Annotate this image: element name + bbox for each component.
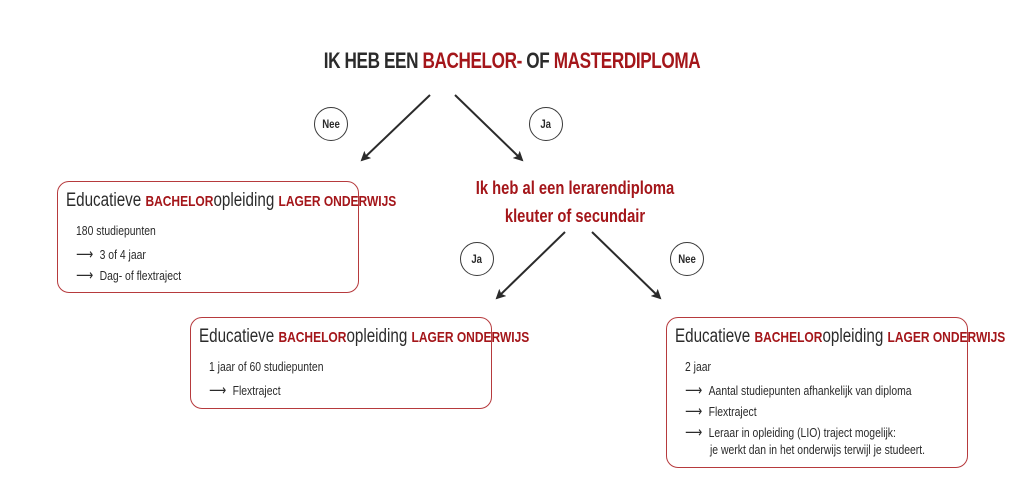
box-middle-line1: 1 jaar of 60 studiepunten — [209, 359, 324, 374]
outcome-box-right: Educatieve BACHELORopleiding LAGER ONDER… — [666, 317, 1005, 468]
arrow-ja-top — [454, 94, 524, 162]
arrow-right-icon: ⟶ — [76, 267, 94, 284]
box-left-bullet-1: ⟶3 of 4 jaar — [76, 246, 146, 263]
title-part4: MASTERDIPLOMA — [553, 48, 701, 73]
arrow-right-icon: ⟶ — [76, 246, 94, 263]
box-right-heading: Educatieve BACHELORopleiding LAGER ONDER… — [675, 326, 1006, 347]
arrow-right-icon: ⟶ — [685, 424, 703, 441]
box-left-heading: Educatieve BACHELORopleiding LAGER ONDER… — [66, 190, 397, 211]
title-part3: OF — [521, 48, 554, 73]
box-right-bullet-3-cont: je werkt dan in het onderwijs terwijl je… — [710, 442, 926, 457]
box-left-bullet-2: ⟶Dag- of flextraject — [76, 267, 182, 284]
arrow-ja-bottom — [495, 231, 566, 300]
box-right-bullet-2: ⟶Flextraject — [685, 403, 757, 420]
arrow-nee-top — [360, 94, 431, 162]
arrow-right-icon: ⟶ — [685, 403, 703, 420]
arrow-nee-bottom — [591, 231, 662, 300]
title-part2: BACHELOR- — [422, 48, 522, 73]
branch-nee-top: Nee — [314, 107, 348, 141]
arrow-right-icon: ⟶ — [209, 382, 227, 399]
outcome-box-left: Educatieve BACHELORopleiding LAGER ONDER… — [57, 181, 396, 293]
outcome-box-middle: Educatieve BACHELORopleiding LAGER ONDER… — [190, 317, 529, 409]
arrow-right-icon: ⟶ — [685, 382, 703, 399]
box-middle-heading: Educatieve BACHELORopleiding LAGER ONDER… — [199, 326, 530, 347]
main-question: IK HEB EEN BACHELOR- OF MASTERDIPLOMA — [113, 48, 912, 74]
second-question: Ik heb al een lerarendiploma kleuter of … — [456, 174, 694, 230]
title-part1: IK HEB EEN — [323, 48, 423, 73]
branch-ja-top: Ja — [529, 107, 563, 141]
box-right-bullet-3: ⟶Leraar in opleiding (LIO) traject mogel… — [685, 424, 896, 441]
box-right-bullet-1: ⟶Aantal studiepunten afhankelijk van dip… — [685, 382, 912, 399]
branch-nee-bottom: Nee — [670, 242, 704, 276]
box-left-line1: 180 studiepunten — [76, 223, 156, 238]
branch-ja-bottom: Ja — [460, 242, 494, 276]
second-question-line1: Ik heb al een lerarendiploma — [475, 178, 675, 198]
box-middle-bullet-1: ⟶Flextraject — [209, 382, 281, 399]
second-question-line2: kleuter of secundair — [504, 206, 646, 226]
box-right-line1: 2 jaar — [685, 359, 712, 374]
